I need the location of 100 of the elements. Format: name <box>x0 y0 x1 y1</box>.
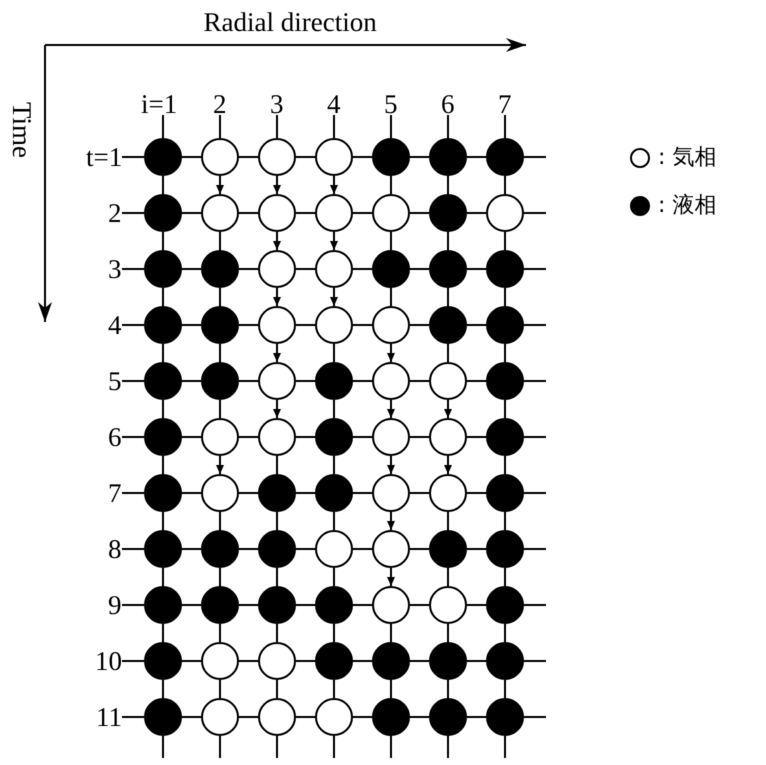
grid-line <box>524 604 546 606</box>
row-label: 4 <box>108 310 122 340</box>
grid-line <box>276 456 278 474</box>
filled-circle <box>486 698 524 736</box>
filled-circle <box>315 642 353 680</box>
grid-line <box>353 268 372 270</box>
filled-circle <box>486 306 524 344</box>
grid-line <box>162 176 164 194</box>
open-circle <box>201 418 239 456</box>
filled-circle <box>258 530 296 568</box>
open-circle <box>258 194 296 232</box>
grid-line <box>182 604 201 606</box>
open-circle <box>315 306 353 344</box>
grid-line <box>447 288 449 306</box>
grid-line <box>219 232 221 250</box>
grid-line <box>276 512 278 530</box>
filled-circle <box>144 418 182 456</box>
grid-line <box>410 324 429 326</box>
grid-line <box>219 680 221 698</box>
grid-line <box>296 212 315 214</box>
grid-line <box>182 380 201 382</box>
open-circle <box>258 642 296 680</box>
grid-line <box>353 716 372 718</box>
grid-line <box>122 716 144 718</box>
open-circle <box>258 698 296 736</box>
grid-line <box>162 568 164 586</box>
grid-line <box>447 624 449 642</box>
arrow <box>273 176 281 194</box>
arrow <box>330 176 338 194</box>
grid-line <box>524 548 546 550</box>
arrow <box>444 456 452 474</box>
grid-line <box>447 568 449 586</box>
open-circle <box>315 138 353 176</box>
grid-line <box>296 492 315 494</box>
arrow <box>387 344 395 362</box>
grid-line <box>182 324 201 326</box>
arrow <box>330 288 338 306</box>
grid-line <box>524 436 546 438</box>
grid-line <box>239 436 258 438</box>
grid-line <box>219 400 221 418</box>
open-circle <box>372 586 410 624</box>
grid-line <box>276 568 278 586</box>
open-circle <box>201 194 239 232</box>
grid-line <box>447 115 449 138</box>
grid-line <box>182 268 201 270</box>
grid-line <box>182 716 201 718</box>
column-label: 5 <box>384 89 398 119</box>
column-label: 6 <box>441 89 454 119</box>
grid-line <box>353 548 372 550</box>
open-circle <box>315 698 353 736</box>
filled-circle <box>372 698 410 736</box>
filled-circle <box>486 474 524 512</box>
arrow <box>387 456 395 474</box>
grid-line <box>353 436 372 438</box>
grid-line <box>219 512 221 530</box>
arrow <box>273 288 281 306</box>
grid-line <box>504 288 506 306</box>
grid-line <box>122 548 144 550</box>
open-circle <box>372 306 410 344</box>
grid-line <box>353 660 372 662</box>
grid-line <box>504 568 506 586</box>
grid-line <box>182 492 201 494</box>
arrow <box>216 176 224 194</box>
grid-line <box>333 456 335 474</box>
grid-line <box>467 492 486 494</box>
filled-circle <box>144 642 182 680</box>
grid-line <box>467 324 486 326</box>
grid-line <box>296 548 315 550</box>
column-label: 3 <box>270 89 284 119</box>
column-label: i=1 <box>141 89 178 119</box>
grid-line <box>122 436 144 438</box>
grid-line <box>390 232 392 250</box>
grid-line <box>467 156 486 158</box>
arrow <box>444 400 452 418</box>
filled-circle <box>429 138 467 176</box>
filled-circle <box>429 306 467 344</box>
filled-circle <box>144 306 182 344</box>
grid-line <box>390 624 392 642</box>
filled-circle <box>315 474 353 512</box>
grid-line <box>239 548 258 550</box>
grid-line <box>447 344 449 362</box>
grid-line <box>276 736 278 758</box>
filled-circle <box>144 586 182 624</box>
arrow <box>387 400 395 418</box>
open-circle <box>429 362 467 400</box>
axis-label: Radial direction <box>204 7 377 37</box>
open-circle <box>258 362 296 400</box>
filled-circle <box>144 698 182 736</box>
filled-circle <box>201 362 239 400</box>
filled-circle <box>486 138 524 176</box>
open-circle <box>429 586 467 624</box>
grid-line <box>524 380 546 382</box>
grid-line <box>333 400 335 418</box>
grid-line <box>467 380 486 382</box>
grid-line <box>219 736 221 758</box>
grid-line <box>410 604 429 606</box>
grid-line <box>410 380 429 382</box>
grid-line <box>122 156 144 158</box>
column-label: 4 <box>327 89 340 119</box>
grid-line <box>353 212 372 214</box>
